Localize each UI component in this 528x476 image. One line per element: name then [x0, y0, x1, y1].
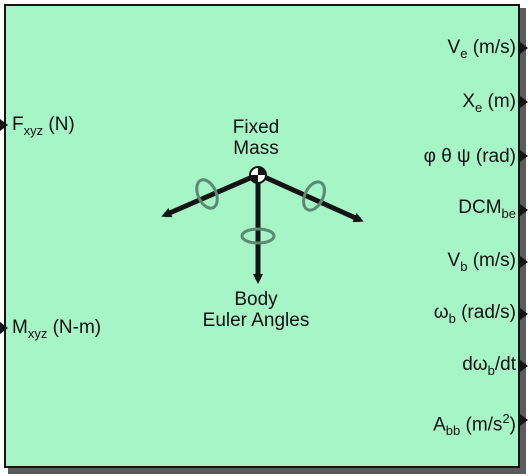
roll-rotation-arrow — [195, 178, 219, 210]
input-port-marker-forces[interactable] — [0, 119, 8, 131]
input-port-marker-moments[interactable] — [0, 322, 8, 334]
output-port-marker-dcm[interactable] — [520, 204, 528, 216]
block-shadow-right — [520, 8, 526, 472]
block-shadow-bottom — [8, 468, 526, 474]
output-vb-sub: b — [460, 258, 468, 274]
input-moments-sub: xyz — [27, 325, 48, 341]
output-port-marker-dwb[interactable] — [520, 360, 528, 372]
output-port-marker-xe[interactable] — [520, 96, 528, 108]
input-forces-unit: (N) — [43, 114, 75, 135]
yaw-rotation-arrow — [240, 227, 276, 245]
output-dwb-tail: /dt — [494, 354, 516, 375]
block-subtitle-line2: Euler Angles — [202, 310, 310, 331]
output-abb-sub: bb — [445, 423, 461, 439]
center-of-mass-icon — [249, 166, 267, 184]
output-port-marker-ve[interactable] — [520, 42, 528, 54]
input-forces-base: F — [12, 114, 24, 135]
output-port-marker-vb[interactable] — [520, 256, 528, 268]
input-moments-base: M — [12, 317, 28, 338]
output-label-ve: Ve (m/s) — [448, 37, 516, 65]
output-label-euler: φ θ ψ (rad) — [424, 146, 516, 168]
output-xe-tail: (m) — [482, 91, 517, 112]
x-axis-arrow — [161, 172, 258, 218]
output-abb-sup: 2 — [502, 411, 510, 426]
output-port-marker-euler[interactable] — [520, 150, 528, 162]
output-label-dwb: dωb/dt — [462, 354, 516, 382]
output-xe-base: X — [462, 91, 475, 112]
six-dof-block[interactable] — [4, 4, 520, 468]
output-dwb-base: dω — [462, 354, 488, 375]
output-label-wb: ωb (rad/s) — [434, 302, 516, 330]
block-title-line2: Mass — [233, 138, 279, 159]
output-euler-base: φ θ ψ (rad) — [423, 146, 516, 167]
output-vb-base: V — [447, 250, 461, 271]
output-vb-tail: (m/s) — [467, 250, 516, 271]
output-wb-base: ω — [433, 302, 449, 323]
input-label-forces: Fxyz (N) — [12, 114, 75, 142]
y-axis-arrow — [258, 172, 364, 223]
input-forces-sub: xyz — [23, 122, 44, 138]
output-wb-sub: b — [448, 310, 456, 326]
block-title: Fixed Mass — [196, 117, 316, 159]
block-title-line1: Fixed — [232, 117, 280, 138]
output-dcm-sub: be — [501, 205, 516, 221]
output-label-xe: Xe (m) — [462, 91, 516, 119]
block-subtitle-line1: Body — [234, 289, 278, 310]
output-label-abb: Abb (m/s2) — [433, 408, 516, 442]
output-dcm-base: DCM — [458, 197, 502, 218]
output-ve-base: V — [447, 37, 461, 58]
pitch-rotation-arrow — [302, 180, 326, 212]
output-dwb-sub: b — [487, 362, 495, 378]
input-moments-unit: (N-m) — [47, 317, 102, 338]
output-abb-base: A — [433, 414, 446, 436]
output-xe-sub: e — [475, 99, 483, 115]
output-port-marker-wb[interactable] — [520, 308, 528, 320]
output-ve-sub: e — [460, 45, 468, 61]
output-port-marker-abb[interactable] — [520, 414, 528, 426]
output-ve-tail: (m/s) — [467, 37, 516, 58]
output-wb-tail: (rad/s) — [455, 302, 516, 323]
output-label-dcm: DCMbe — [458, 197, 516, 225]
block-subtitle: Body Euler Angles — [160, 289, 352, 331]
output-abb-tail: (m/s — [460, 414, 503, 436]
output-abb-tail2: ) — [509, 414, 516, 436]
input-label-moments: Mxyz (N-m) — [12, 317, 101, 345]
output-label-vb: Vb (m/s) — [448, 250, 516, 278]
